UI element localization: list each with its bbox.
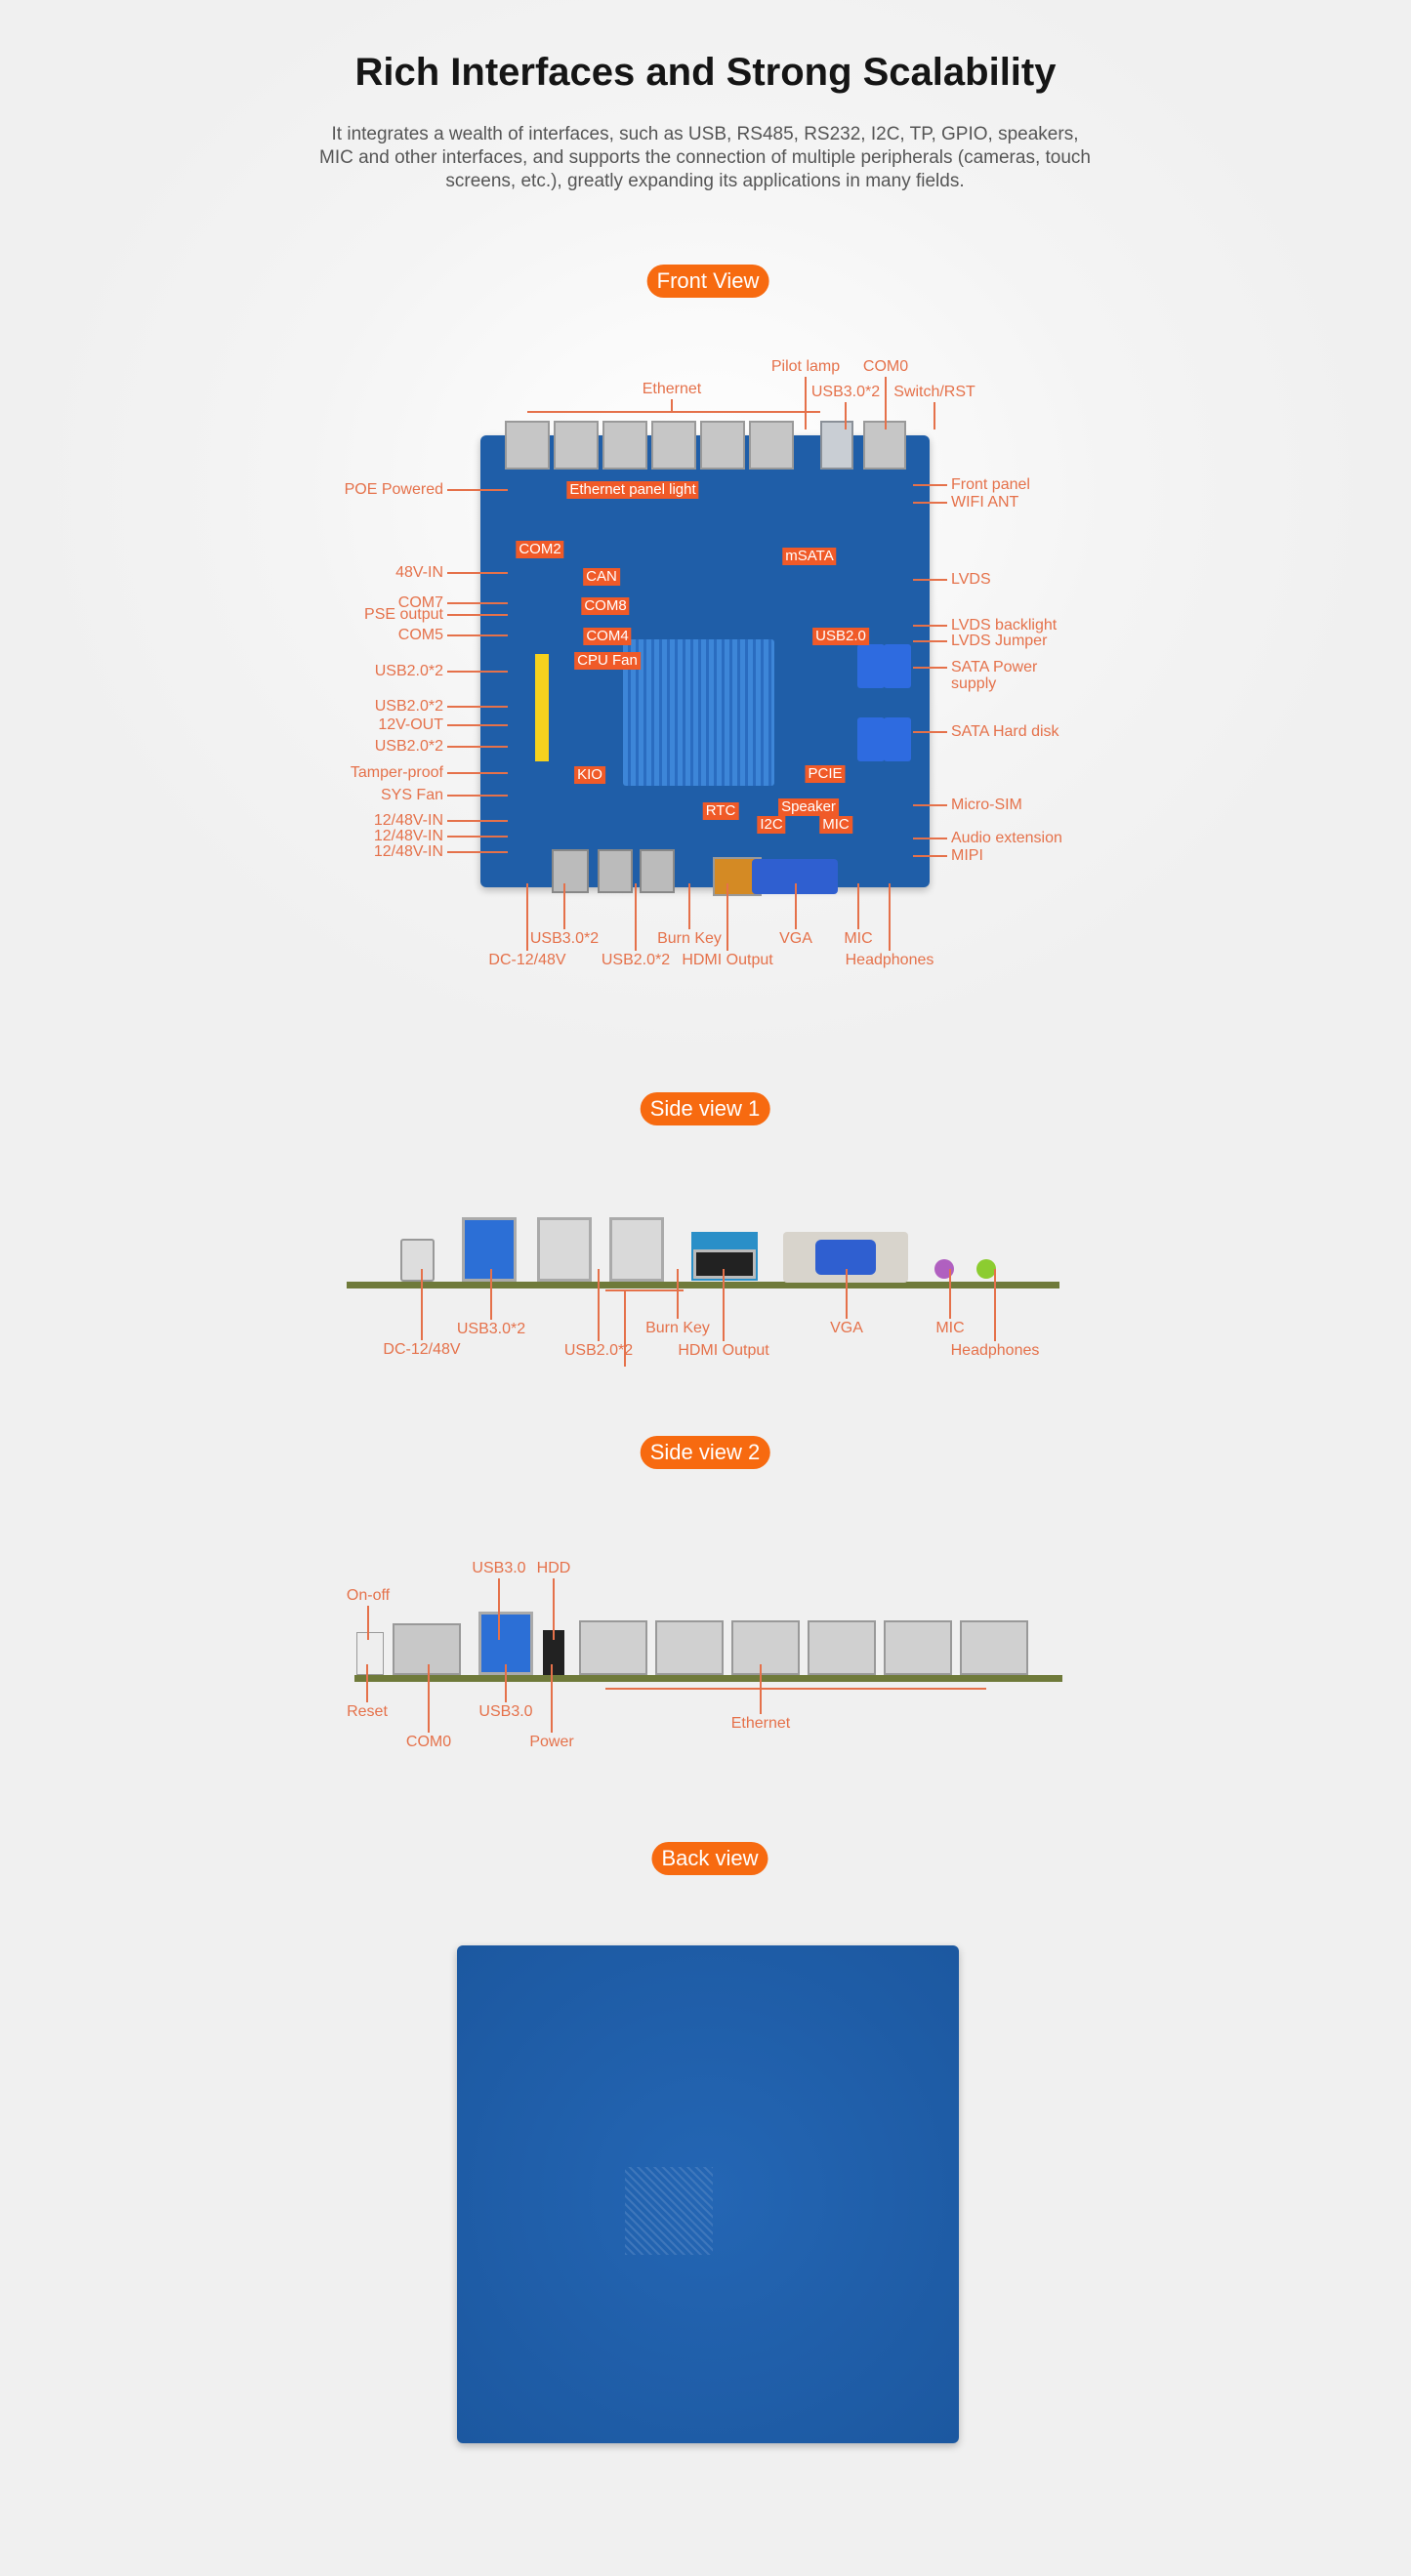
ethernet-jack <box>579 1620 647 1675</box>
front-view-tag: COM8 <box>581 597 630 615</box>
side-view-2-label: USB3.0 <box>472 1560 526 1576</box>
ethernet-jack <box>808 1620 876 1675</box>
side-view-1-label: USB2.0*2 <box>563 1342 634 1359</box>
side-view-2-label: USB3.0 <box>478 1703 533 1720</box>
side-view-1-label: VGA <box>830 1320 863 1336</box>
ethernet-jack <box>960 1620 1028 1675</box>
ethernet-jack <box>505 421 550 470</box>
front-view-label: 12/48V-IN <box>373 828 443 844</box>
side-view-2-heading: Side view 2 <box>640 1436 770 1469</box>
side-view-2-label: On-off <box>346 1587 391 1604</box>
ethernet-jack <box>700 421 745 470</box>
front-view-label: LVDS <box>951 571 991 588</box>
front-view-label: PSE output <box>364 606 443 623</box>
front-view-label: Headphones <box>845 952 934 968</box>
front-view-label: LVDS Jumper <box>951 633 1048 649</box>
front-view-label: DC-12/48V <box>488 952 566 968</box>
page-title: Rich Interfaces and Strong Scalability <box>354 51 1057 94</box>
side-view-1-label: USB3.0*2 <box>456 1321 526 1337</box>
ethernet-jack <box>749 421 794 470</box>
front-view-label: USB2.0*2 <box>374 738 443 755</box>
front-view-tag: Speaker <box>778 798 839 816</box>
side-view-1-label: HDMI Output <box>678 1342 769 1359</box>
ethernet-jack <box>731 1620 800 1675</box>
page-description: It integrates a wealth of interfaces, su… <box>319 124 1091 191</box>
back-view-heading: Back view <box>651 1842 768 1875</box>
front-view-label: SYS Fan <box>380 787 443 803</box>
front-view-label: MIC <box>844 930 873 947</box>
side-view-1-label: Headphones <box>950 1342 1040 1359</box>
front-view-heading: Front View <box>646 265 769 298</box>
ethernet-jack <box>655 1620 724 1675</box>
front-view-label: POE Powered <box>344 481 443 498</box>
front-view-label: Ethernet <box>642 381 702 397</box>
front-view-tag: mSATA <box>782 548 837 565</box>
front-view-label: Burn Key <box>657 930 722 947</box>
front-view-label: MIPI <box>951 847 983 864</box>
side-view-1-heading: Side view 1 <box>640 1092 770 1125</box>
front-view-label: Pilot lamp <box>770 358 841 375</box>
ethernet-jack <box>651 421 696 470</box>
front-view-label: Switch/RST <box>893 384 975 400</box>
front-view-label: 12/48V-IN <box>373 812 443 829</box>
front-view-label: SATA Power <box>951 659 1038 675</box>
ethernet-jack <box>884 1620 952 1675</box>
side-view-2-label: HDD <box>536 1560 571 1576</box>
front-view-tag: COM4 <box>583 628 632 645</box>
front-view-tag: COM2 <box>516 541 564 558</box>
front-view-tag: PCIE <box>805 765 846 783</box>
side-view-2-label: COM0 <box>405 1734 452 1750</box>
front-view-tag: KIO <box>574 766 605 784</box>
front-view-label: USB2.0*2 <box>374 698 443 715</box>
front-view-label: Micro-SIM <box>951 797 1022 813</box>
side-view-2-label: Ethernet <box>730 1715 791 1732</box>
front-view-label: Tamper-proof <box>350 764 443 781</box>
ethernet-jack <box>602 421 647 470</box>
front-view-label: Audio extension <box>951 830 1062 846</box>
front-view-label: 12/48V-IN <box>373 843 443 860</box>
front-view-label: USB2.0*2 <box>601 952 671 968</box>
front-view-label: USB3.0*2 <box>529 930 600 947</box>
front-view-label: WIFI ANT <box>951 494 1019 511</box>
front-view-label: USB2.0*2 <box>374 663 443 679</box>
front-view-tag: RTC <box>702 802 739 820</box>
side-view-1-label: DC-12/48V <box>383 1341 461 1358</box>
front-view-tag: CPU Fan <box>574 652 641 670</box>
side-view-1-label: MIC <box>935 1320 965 1336</box>
front-view-label: SATA Hard disk <box>951 723 1059 740</box>
ethernet-jack <box>554 421 599 470</box>
front-view-tag: I2C <box>757 816 786 834</box>
front-view-label: supply <box>951 675 997 692</box>
front-view-tag: USB2.0 <box>812 628 869 645</box>
front-view-label: VGA <box>779 930 812 947</box>
front-view-label: Front panel <box>951 476 1030 493</box>
side-view-1-label: Burn Key <box>645 1320 710 1336</box>
front-view-tag: CAN <box>583 568 620 586</box>
front-view-tag: MIC <box>819 816 852 834</box>
side-view-2-label: Reset <box>347 1703 388 1720</box>
front-view-label: COM5 <box>397 627 443 643</box>
front-view-label: LVDS backlight <box>951 617 1058 634</box>
front-view-label: HDMI Output <box>682 952 773 968</box>
front-view-label: 12V-OUT <box>378 716 443 733</box>
front-view-label: USB3.0*2 <box>810 384 881 400</box>
front-view-tag: Ethernet panel light <box>566 481 699 499</box>
side-view-2-label: Power <box>529 1734 574 1750</box>
front-view-label: 48V-IN <box>395 564 443 581</box>
front-view-label: COM0 <box>862 358 909 375</box>
front-view-label: COM7 <box>397 594 443 611</box>
